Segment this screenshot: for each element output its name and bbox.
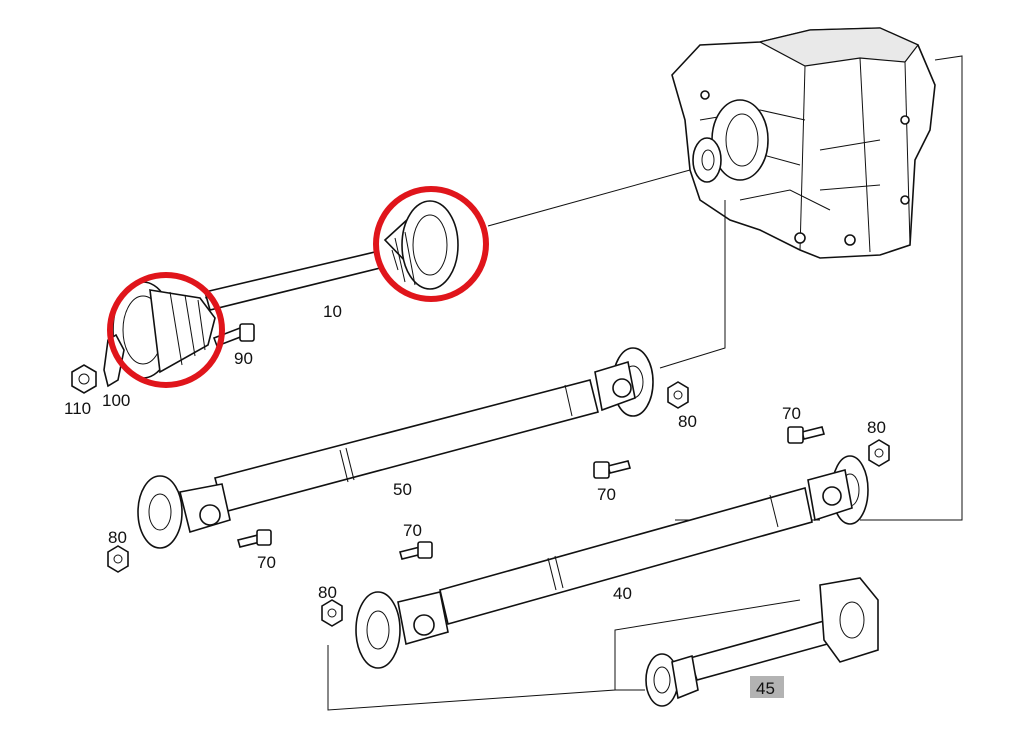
label-bolt-70-a: 70 — [257, 553, 276, 572]
label-bolt-70-b: 70 — [597, 485, 616, 504]
nut-80-a — [107, 545, 129, 573]
label-nut-80-d: 80 — [867, 418, 886, 437]
bolt-70-b — [593, 460, 631, 479]
nut-80-c — [321, 599, 343, 627]
highlight-circle-right-cv-joint — [373, 186, 489, 302]
label-bracket-100: 100 — [102, 391, 130, 410]
part-labels: 10 90 110 100 50 80 70 80 70 70 80 40 70… — [64, 302, 886, 698]
nut-80-b — [667, 381, 689, 409]
label-nut-110: 110 — [64, 399, 91, 418]
highlight-markers — [107, 186, 489, 388]
label-shaft-50: 50 — [393, 480, 412, 499]
propeller-shaft-50 — [137, 347, 654, 549]
label-shaft-10: 10 — [323, 302, 342, 321]
label-shaft-40: 40 — [613, 584, 632, 603]
bracket-100 — [103, 333, 125, 388]
label-nut-80-c: 80 — [318, 583, 337, 602]
label-shaft-45: 45 — [756, 679, 775, 698]
label-bolt-70-c: 70 — [403, 521, 422, 540]
bolt-70-d — [787, 426, 825, 444]
label-bolt-70-d: 70 — [782, 404, 801, 423]
bolt-70-a — [237, 529, 272, 548]
label-bolt-90: 90 — [234, 349, 253, 368]
propeller-shaft-10 — [112, 200, 459, 379]
nut-110 — [71, 364, 97, 394]
label-nut-80-b: 80 — [678, 412, 697, 431]
nut-80-d — [868, 439, 890, 467]
bolt-70-c — [399, 541, 433, 560]
label-nut-80-a: 80 — [108, 528, 127, 547]
label-45-background — [750, 676, 784, 698]
propeller-shaft-45 — [645, 577, 879, 707]
propeller-shaft-40 — [355, 455, 869, 669]
transfer-case — [671, 27, 936, 259]
highlight-circle-left-cv-joint — [107, 272, 225, 388]
